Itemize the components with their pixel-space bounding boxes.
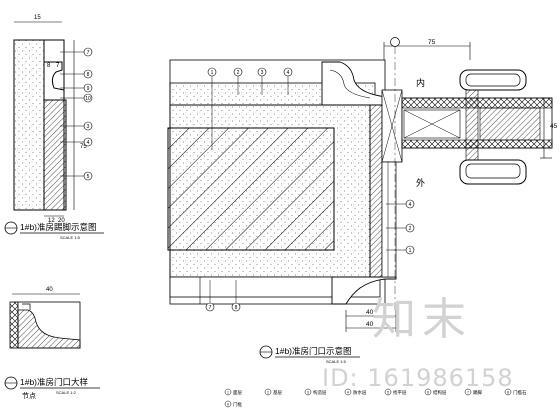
legend-tag: 1	[227, 390, 229, 394]
left-dim-12: 12	[48, 218, 55, 224]
main-tag-bottom-8: 8	[235, 305, 238, 311]
legend-tag: 4	[347, 390, 349, 394]
left-section-title: 1#b)准房踢脚示意图	[20, 222, 97, 232]
main-bottom-band	[169, 276, 381, 298]
main-section-drawing	[167, 37, 553, 332]
detail-dim-40: 40	[46, 287, 53, 293]
main-tag-top-4: 4	[287, 70, 290, 76]
left-dim-15: 15	[34, 15, 41, 21]
legend-tag: 3	[307, 390, 309, 394]
door-handle-lower	[459, 159, 527, 185]
detail-subcaption: 节点	[22, 392, 36, 400]
legend-tag: 6	[427, 390, 429, 394]
detail-section-code: SCALE 1:2	[56, 390, 77, 395]
left-skirting-body	[43, 99, 67, 211]
legend-text: 面层	[233, 390, 242, 396]
left-tag-circle	[83, 137, 93, 147]
left-tag-circle	[83, 93, 93, 103]
main-dim-40-b: 40	[366, 321, 374, 328]
left-tag-circle	[83, 47, 93, 57]
left-section-drawing	[13, 21, 75, 217]
detail-section-drawing	[9, 293, 81, 349]
main-tag-top-3: 3	[261, 70, 264, 76]
legend-text: 防水层	[353, 389, 367, 396]
left-tag-circle	[83, 121, 93, 131]
left-tag-8: 8	[87, 72, 90, 78]
left-dim-75: 75	[80, 144, 87, 150]
main-callouts	[205, 67, 415, 312]
left-tag-7: 7	[87, 50, 90, 56]
main-section-title: 1#b)准房门口示意图	[275, 346, 352, 356]
main-bottom-moulding	[331, 276, 397, 305]
main-right-wall	[369, 104, 383, 278]
left-tag-9: 9	[87, 86, 90, 92]
legend-tag: 5	[387, 390, 389, 394]
main-tag-top-1: 1	[211, 70, 214, 76]
left-tag-circle	[83, 171, 93, 181]
left-tag-4: 4	[87, 140, 90, 146]
door-handle	[459, 69, 527, 91]
main-top-moulding	[321, 61, 393, 106]
legend-text: 门槛石	[513, 389, 527, 396]
left-dim-7: 7	[56, 63, 60, 69]
legend-text: 踢脚	[473, 389, 482, 396]
main-tag-right-2: 2	[409, 226, 412, 232]
left-section-code: SCALE 1:5	[60, 235, 81, 240]
detail-threshold-profile	[17, 309, 81, 349]
legend-text: 门框	[233, 401, 242, 408]
label-outside: 外	[416, 177, 425, 189]
main-dim-75: 75	[428, 39, 436, 46]
legend-tag: 7	[467, 390, 469, 394]
main-hatched-core	[167, 127, 335, 251]
axis-marker	[390, 37, 400, 47]
legend-text: 构造层	[313, 389, 327, 396]
legend-tag: 2	[267, 390, 269, 394]
legend-tag: 8	[507, 390, 509, 394]
legend-text: 结构层	[433, 389, 447, 396]
main-dim-40-a: 40	[366, 309, 374, 316]
left-wall-body	[13, 39, 45, 211]
main-tag-bottom-7: 7	[209, 305, 212, 311]
legend-tag: 9	[227, 402, 229, 406]
main-tag-right-4: 4	[409, 202, 412, 208]
left-dim-20: 20	[58, 218, 65, 224]
label-inside: 内	[416, 77, 425, 89]
watermark-id: ID: 161986158	[322, 364, 514, 392]
left-skirting-profile	[43, 61, 65, 101]
main-tag-top-2: 2	[237, 70, 240, 76]
main-tag-right-1: 1	[409, 248, 412, 254]
legend-text: 找平层	[393, 389, 407, 396]
watermark-logo: 知末	[372, 294, 472, 345]
left-tag-10: 10	[85, 96, 91, 102]
left-callouts	[60, 47, 93, 181]
left-tag-circle	[83, 69, 93, 79]
legend: 面层 基层 构造层 防水层 找平层 结构层 踢脚 门槛石 门框	[224, 388, 527, 408]
legend-text: 基层	[273, 389, 282, 396]
left-dim-8: 8	[47, 63, 51, 69]
left-tag-3: 3	[87, 124, 90, 130]
left-tag-5: 5	[87, 174, 90, 180]
main-section-code: SCALE 1:5	[326, 359, 347, 364]
detail-section-title: 1#b)准房门口大样	[20, 377, 89, 387]
main-dim-45: 45	[550, 123, 558, 130]
left-tag-circle	[83, 83, 93, 93]
